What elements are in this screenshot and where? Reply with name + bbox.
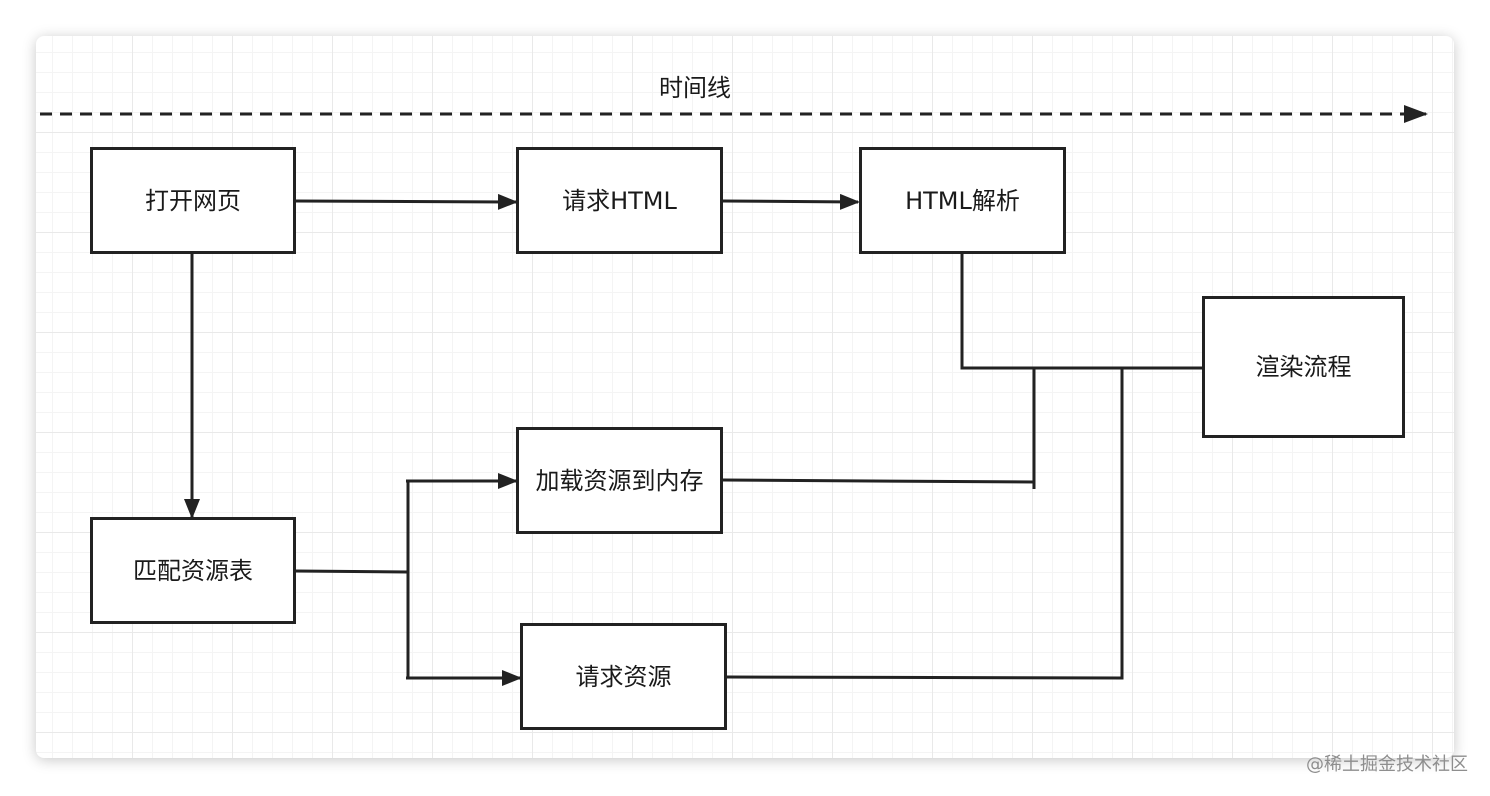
node-open-page: 打开网页 <box>90 147 296 254</box>
node-html-parse: HTML解析 <box>859 147 1066 254</box>
edge-load-to-render <box>722 368 1036 484</box>
node-request-resource: 请求资源 <box>520 623 727 730</box>
edge-match-to-branch <box>295 569 409 574</box>
node-render-flow: 渲染流程 <box>1202 296 1405 438</box>
edge-request-html-to-parse <box>722 193 860 210</box>
node-load-to-memory: 加载资源到内存 <box>516 427 723 534</box>
node-request-html: 请求HTML <box>516 147 723 254</box>
node-match-table: 匹配资源表 <box>90 517 296 624</box>
edge-request-resource-to-render <box>726 368 1124 680</box>
edge-parse-to-render <box>960 254 1203 370</box>
edge-open-to-request-html <box>295 193 518 210</box>
timeline-label: 时间线 <box>659 74 731 102</box>
watermark-text: @稀土掘金技术社区 <box>1306 754 1468 775</box>
